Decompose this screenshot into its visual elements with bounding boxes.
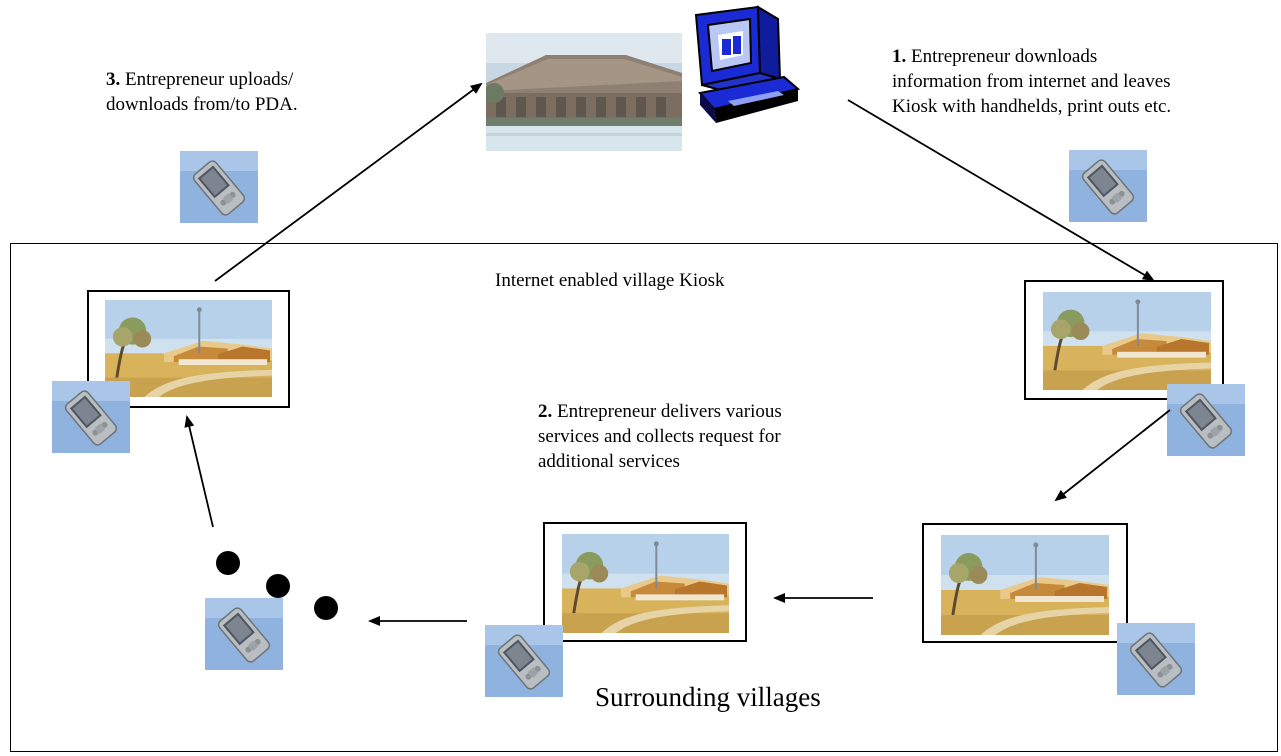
- step1-line2: information from internet and leaves: [892, 71, 1171, 92]
- step1-line1: Entrepreneur downloads: [906, 46, 1098, 67]
- step2-number: 2.: [538, 401, 553, 422]
- ellipsis-dot: [216, 551, 240, 575]
- step1-number: 1.: [892, 46, 907, 67]
- ellipsis-dot: [314, 596, 338, 620]
- kiosk-building-photo: [486, 33, 682, 151]
- ellipsis-dot: [266, 574, 290, 598]
- region-label: Surrounding villages: [595, 682, 821, 712]
- step2-line1: Entrepreneur delivers various: [552, 401, 782, 422]
- step1-text: 1. Entrepreneur downloads information fr…: [892, 44, 1171, 119]
- step2-line2: services and collects request for: [538, 426, 781, 447]
- step2-line3: additional services: [538, 451, 680, 472]
- computer-icon: [688, 5, 801, 127]
- step2-text: 2. Entrepreneur delivers various service…: [538, 399, 782, 474]
- kiosk-caption: Internet enabled village Kiosk: [495, 270, 725, 291]
- arrow-kiosk-to-village: [847, 99, 1155, 282]
- surrounding-villages-region: [10, 243, 1278, 752]
- step3-line1: Entrepreneur uploads/: [120, 69, 294, 90]
- arrow-village-to-kiosk: [214, 82, 483, 282]
- step3-line2: downloads from/to PDA.: [106, 94, 298, 115]
- arrow-dots-to-village: [184, 415, 214, 528]
- step1-line3: Kiosk with handhelds, print outs etc.: [892, 96, 1172, 117]
- arrow-village-to-village: [1054, 409, 1171, 502]
- step3-text: 3. Entrepreneur uploads/ downloads from/…: [106, 67, 298, 117]
- step3-number: 3.: [106, 69, 121, 90]
